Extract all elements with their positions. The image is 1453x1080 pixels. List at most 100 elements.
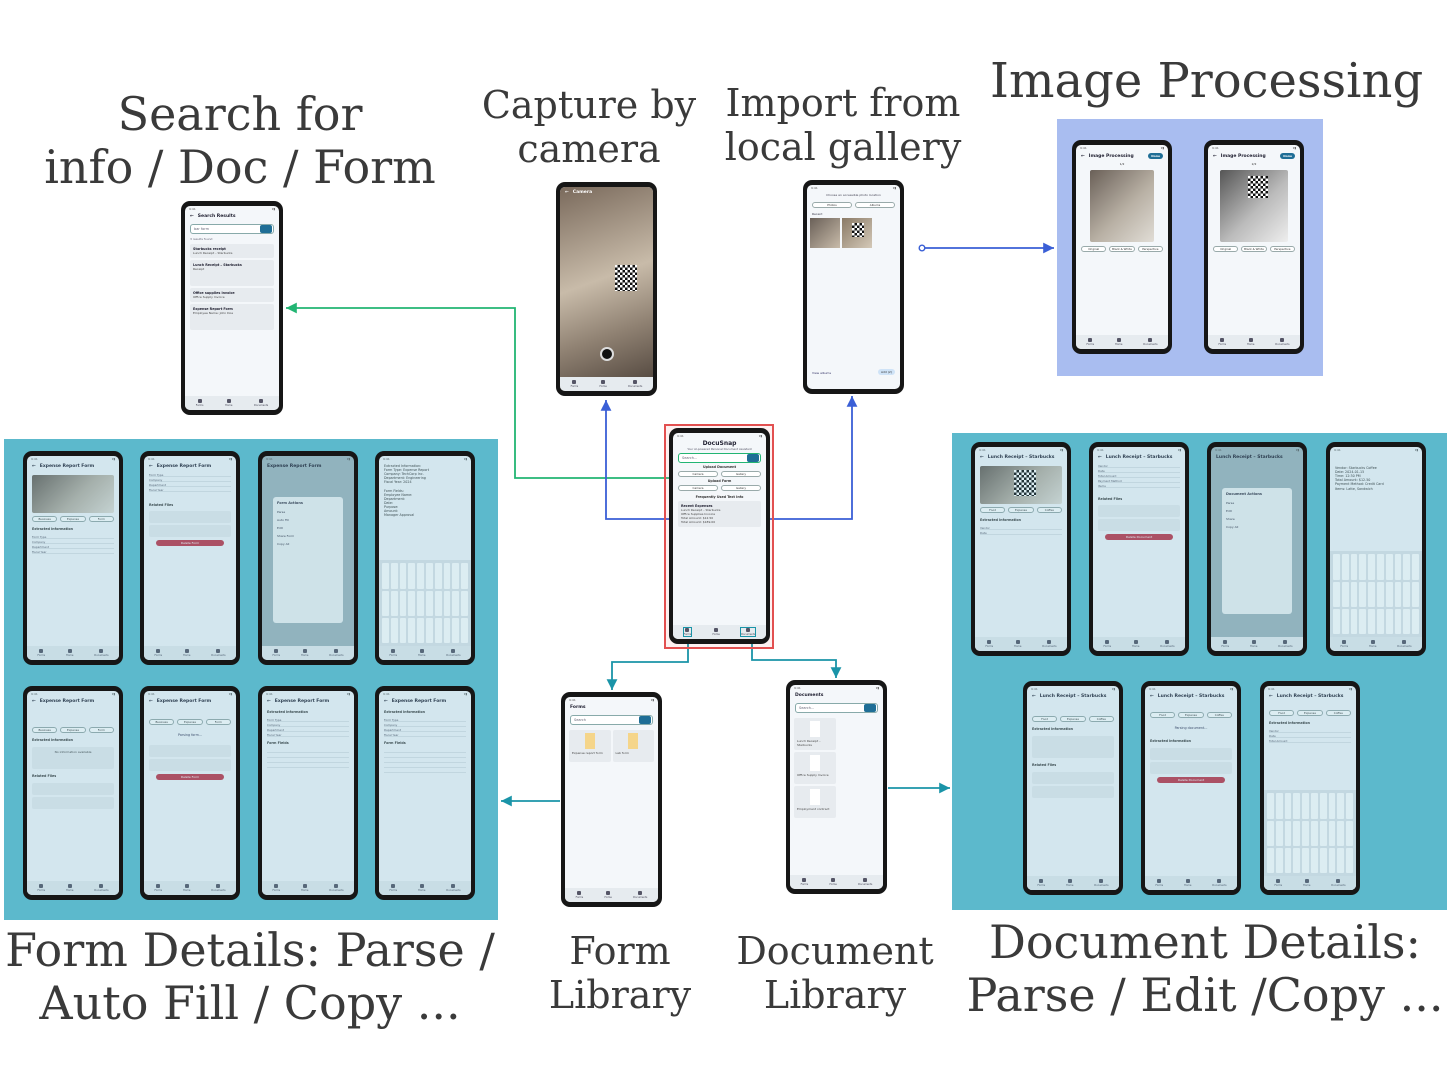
back-arrow-icon[interactable]: ← bbox=[1081, 153, 1085, 159]
nav-documents[interactable]: Documents bbox=[446, 884, 460, 892]
related-file[interactable] bbox=[1150, 748, 1232, 760]
related-file[interactable] bbox=[1098, 519, 1180, 531]
related-file[interactable] bbox=[149, 759, 231, 771]
nav-documents[interactable]: Documents bbox=[211, 884, 225, 892]
search-button[interactable] bbox=[639, 716, 651, 724]
nav-forms[interactable]: Forms bbox=[1221, 640, 1229, 648]
nav-forms[interactable]: Forms bbox=[576, 891, 584, 899]
nav-documents[interactable]: Documents bbox=[1275, 338, 1289, 346]
nav-home[interactable]: Home bbox=[1115, 338, 1122, 346]
nav-forms[interactable]: Forms bbox=[1103, 640, 1111, 648]
nav-home[interactable]: Home bbox=[604, 891, 611, 899]
tab-albums[interactable]: Albums bbox=[855, 202, 895, 208]
back-arrow-icon[interactable]: ← bbox=[1032, 694, 1036, 699]
back-arrow-icon[interactable]: ← bbox=[1098, 455, 1102, 460]
nav-documents[interactable]: Documents bbox=[94, 884, 108, 892]
related-file[interactable] bbox=[149, 745, 231, 757]
nav-home[interactable]: Home bbox=[1132, 640, 1139, 648]
nav-documents[interactable]: Documents bbox=[1094, 879, 1108, 887]
nav-documents[interactable]: Documents bbox=[329, 649, 343, 657]
nav-forms[interactable]: Forms bbox=[389, 884, 397, 892]
nav-forms[interactable]: Forms bbox=[389, 649, 397, 657]
back-arrow-icon[interactable]: ← bbox=[267, 699, 271, 704]
form-gallery-button[interactable]: Gallery bbox=[721, 485, 761, 491]
search-button[interactable] bbox=[260, 225, 272, 233]
nav-forms[interactable]: Forms bbox=[154, 884, 162, 892]
nav-forms[interactable]: Forms bbox=[801, 878, 809, 886]
back-arrow-icon[interactable]: ← bbox=[149, 699, 153, 704]
tool-black-white[interactable]: Black & White bbox=[1241, 246, 1267, 252]
related-file[interactable] bbox=[1098, 505, 1180, 517]
back-arrow-icon[interactable]: ← bbox=[1269, 694, 1273, 699]
tool-black-white[interactable]: Black & White bbox=[1109, 246, 1135, 252]
nav-home[interactable]: Home bbox=[1303, 879, 1310, 887]
nav-home[interactable]: Home bbox=[1247, 338, 1254, 346]
delete-form-button[interactable]: Delete Form bbox=[156, 774, 224, 780]
tab-photos[interactable]: Photos bbox=[812, 202, 852, 208]
form-item[interactable]: Expense report form bbox=[569, 730, 611, 762]
nav-documents[interactable]: Documents bbox=[1042, 640, 1056, 648]
related-file[interactable] bbox=[32, 797, 114, 809]
document-search-input[interactable]: Search... bbox=[795, 703, 878, 713]
nav-home[interactable]: Home bbox=[1250, 640, 1257, 648]
related-file[interactable] bbox=[149, 525, 231, 537]
done-button[interactable]: Done bbox=[1148, 153, 1163, 159]
nav-home[interactable]: Home bbox=[418, 649, 425, 657]
nav-forms[interactable]: Forms bbox=[196, 399, 204, 407]
search-button[interactable] bbox=[864, 704, 876, 712]
related-file[interactable] bbox=[32, 783, 114, 795]
nav-home[interactable]: Home bbox=[418, 884, 425, 892]
nav-documents[interactable]: Documents bbox=[740, 627, 757, 637]
nav-home[interactable]: Home bbox=[1014, 640, 1021, 648]
nav-forms[interactable]: Forms bbox=[1155, 879, 1163, 887]
nav-documents[interactable]: Documents bbox=[1212, 879, 1226, 887]
nav-documents[interactable]: Documents bbox=[1278, 640, 1292, 648]
back-arrow-icon[interactable]: ← bbox=[980, 455, 984, 460]
nav-forms[interactable]: Forms bbox=[985, 640, 993, 648]
action-parse[interactable]: Parse bbox=[277, 509, 286, 514]
action-share[interactable]: Share Form bbox=[277, 533, 295, 538]
nav-home[interactable]: Home bbox=[66, 649, 73, 657]
form-item[interactable]: Lab form bbox=[612, 730, 654, 762]
nav-home[interactable]: Home bbox=[1066, 879, 1073, 887]
gallery-photo[interactable] bbox=[810, 218, 840, 248]
nav-forms[interactable]: Forms bbox=[1340, 640, 1348, 648]
nav-documents[interactable]: Documents bbox=[1143, 338, 1157, 346]
action-share[interactable]: Share bbox=[1226, 516, 1235, 521]
nav-documents[interactable]: Documents bbox=[1397, 640, 1411, 648]
action-auto-fill[interactable]: Auto Fill bbox=[277, 517, 289, 522]
nav-home[interactable]: Home bbox=[183, 649, 190, 657]
action-parse[interactable]: Parse bbox=[1226, 500, 1235, 505]
nav-documents[interactable]: Documents bbox=[254, 399, 268, 407]
nav-forms[interactable]: Forms bbox=[1037, 879, 1045, 887]
tool-original[interactable]: Original bbox=[1213, 246, 1239, 252]
action-copy-all[interactable]: Copy All bbox=[277, 541, 290, 546]
doc-gallery-button[interactable]: Gallery bbox=[721, 471, 761, 477]
gallery-photo[interactable] bbox=[842, 218, 872, 248]
doc-camera-button[interactable]: Camera bbox=[678, 471, 718, 477]
delete-document-button[interactable]: Delete Document bbox=[1157, 777, 1225, 783]
back-arrow-icon[interactable]: ← bbox=[384, 699, 388, 704]
nav-home[interactable]: Home bbox=[301, 649, 308, 657]
delete-form-button[interactable]: Delete Form bbox=[156, 540, 224, 546]
keyboard[interactable] bbox=[1264, 790, 1356, 876]
nav-forms[interactable]: Forms bbox=[272, 884, 280, 892]
search-button[interactable] bbox=[747, 454, 759, 462]
keyboard[interactable] bbox=[1330, 551, 1422, 637]
nav-documents[interactable]: Documents bbox=[211, 649, 225, 657]
nav-documents[interactable]: Documents bbox=[446, 649, 460, 657]
nav-documents[interactable]: Documents bbox=[1160, 640, 1174, 648]
copied-text-note[interactable]: Vendor: Starbucks Coffee Date: 2024-01-1… bbox=[1335, 466, 1384, 491]
nav-documents[interactable]: Documents bbox=[858, 878, 872, 886]
nav-documents[interactable]: Documents bbox=[1331, 879, 1345, 887]
related-file[interactable] bbox=[1150, 762, 1232, 774]
back-arrow-icon[interactable]: ← bbox=[190, 214, 194, 219]
tool-perspective[interactable]: Perspective bbox=[1269, 246, 1295, 252]
nav-home[interactable]: Home bbox=[225, 399, 232, 407]
nav-home[interactable]: Home bbox=[66, 884, 73, 892]
nav-forms[interactable]: Forms bbox=[571, 380, 579, 388]
nav-forms[interactable]: Forms bbox=[272, 649, 280, 657]
search-input[interactable]: bar form bbox=[190, 224, 274, 234]
